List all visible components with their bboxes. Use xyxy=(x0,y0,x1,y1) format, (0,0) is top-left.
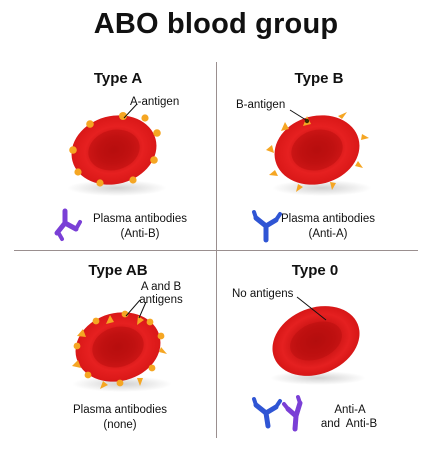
type-a-antibody-line2: (Anti-B) xyxy=(120,228,160,240)
type-ab-antibody-line1: Plasma antibodies xyxy=(73,404,167,416)
type-0-pointer-line xyxy=(296,296,327,321)
type-0-anti-b-antibody-icon xyxy=(282,395,303,432)
type-a-cell xyxy=(67,115,167,196)
type-b-antibody-line2: (Anti-A) xyxy=(308,228,348,240)
type-0-anti-a-antibody-icon xyxy=(252,397,282,429)
type-ab-pointer-line-a xyxy=(125,299,141,317)
type-ab-cell xyxy=(72,312,172,392)
type-0-cell xyxy=(270,306,366,385)
type-0-antigen-label: No antigens xyxy=(232,288,294,300)
type-b-pointer-line xyxy=(289,109,307,121)
type-0-antibody-line1: Anti-A xyxy=(334,404,366,416)
anti-b-antibody-icon xyxy=(54,208,82,241)
type-b-heading: Type B xyxy=(294,70,344,87)
type-a-antibody-line1: Plasma antibodies xyxy=(93,213,187,225)
type-0-antibody-line2: and Anti-B xyxy=(320,418,378,430)
type-ab-antigen-line1: A and B xyxy=(140,281,182,293)
type-ab-antigens xyxy=(72,310,167,389)
anti-a-antibody-icon xyxy=(252,210,282,243)
type-a-pointer-line xyxy=(123,103,138,119)
type-b-antibody-line1: Plasma antibodies xyxy=(281,213,375,225)
type-a-antigens xyxy=(69,112,161,187)
type-ab-heading: Type AB xyxy=(88,262,148,279)
type-ab-antigen-line2: antigens xyxy=(139,294,183,306)
type-0-heading: Type 0 xyxy=(291,262,339,279)
type-ab-antibody-line2: (none) xyxy=(103,419,137,431)
type-a-heading: Type A xyxy=(93,70,143,87)
type-b-antigens xyxy=(266,112,369,192)
type-b-antigen-label: B-antigen xyxy=(236,99,286,111)
type-b-cell xyxy=(272,115,372,196)
diagram-title: ABO blood group xyxy=(93,8,339,40)
horizontal-divider xyxy=(14,250,418,251)
type-ab-pointer-line-b xyxy=(138,301,147,319)
type-a-antigen-label: A-antigen xyxy=(130,96,180,108)
